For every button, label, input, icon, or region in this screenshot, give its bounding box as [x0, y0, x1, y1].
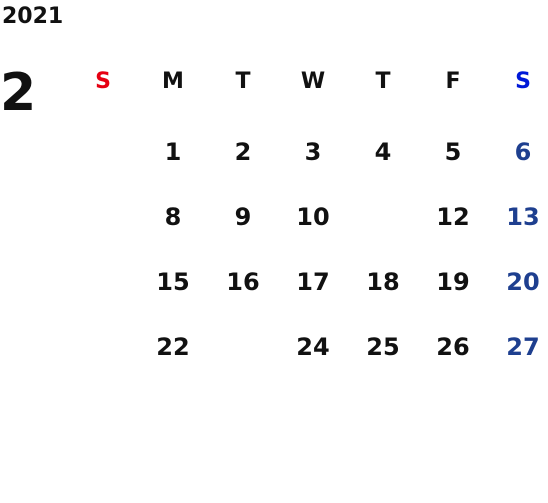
day-number: 27	[506, 333, 540, 361]
day-number: 6	[514, 138, 532, 166]
day-number: 25	[366, 333, 400, 361]
day-cell-8[interactable]: 8	[138, 192, 208, 242]
weekday-header-thu: T	[375, 69, 391, 94]
day-number: 24	[296, 333, 330, 361]
day-cell-17[interactable]: 17	[278, 257, 348, 307]
day-cell-3[interactable]: 3	[278, 127, 348, 177]
day-cell-9[interactable]: 9	[208, 192, 278, 242]
day-cell-4[interactable]: 4	[348, 127, 418, 177]
day-number: 1	[164, 138, 182, 166]
day-cell-19[interactable]: 19	[418, 257, 488, 307]
weekday-header-fri: F	[445, 69, 461, 94]
day-number: 14	[86, 268, 120, 296]
weekday-header-row: S M T W T F S	[68, 62, 548, 102]
weekday-header-mon: M	[162, 69, 184, 94]
day-cell-11[interactable]: 11	[348, 192, 418, 242]
day-cell-23[interactable]: 23	[208, 322, 278, 372]
day-cell-5[interactable]: 5	[418, 127, 488, 177]
day-cell-16[interactable]: 16	[208, 257, 278, 307]
day-number: 3	[304, 138, 322, 166]
day-cell-6[interactable]: 6	[488, 127, 548, 177]
day-number: 23	[226, 333, 260, 361]
day-number: 22	[156, 333, 190, 361]
day-number: 10	[296, 203, 330, 231]
day-number: 12	[436, 203, 470, 231]
day-number: 17	[296, 268, 330, 296]
day-cell-27[interactable]: 27	[488, 322, 548, 372]
day-number: 21	[86, 333, 120, 361]
day-cell-20[interactable]: 20	[488, 257, 548, 307]
day-number: 20	[506, 268, 540, 296]
day-number: 13	[506, 203, 540, 231]
day-number: 11	[366, 203, 400, 231]
day-cell-24[interactable]: 24	[278, 322, 348, 372]
day-cell-1[interactable]: 1	[138, 127, 208, 177]
day-number: 7	[94, 203, 112, 231]
weekday-header-wed: W	[300, 69, 326, 94]
day-cell-15[interactable]: 15	[138, 257, 208, 307]
day-cell-14[interactable]: 14	[68, 257, 138, 307]
weekday-header-sat: S	[515, 69, 531, 94]
day-number: 19	[436, 268, 470, 296]
day-cell-21[interactable]: 21	[68, 322, 138, 372]
day-cell-28[interactable]: 28	[68, 387, 138, 437]
day-cell-13[interactable]: 13	[488, 192, 548, 242]
year-label: 2021	[2, 4, 64, 29]
day-number: 28	[86, 398, 120, 426]
day-cell-22[interactable]: 22	[138, 322, 208, 372]
day-number: 5	[444, 138, 462, 166]
day-cell-12[interactable]: 12	[418, 192, 488, 242]
day-number: 4	[374, 138, 392, 166]
day-cell-18[interactable]: 18	[348, 257, 418, 307]
day-number: 15	[156, 268, 190, 296]
day-cell-7[interactable]: 7	[68, 192, 138, 242]
day-cell-2[interactable]: 2	[208, 127, 278, 177]
day-number: 9	[234, 203, 252, 231]
weekday-header-sun: S	[95, 69, 111, 94]
day-number: 26	[436, 333, 470, 361]
day-cell-26[interactable]: 26	[418, 322, 488, 372]
day-cell-25[interactable]: 25	[348, 322, 418, 372]
day-cell-10[interactable]: 10	[278, 192, 348, 242]
day-number: 18	[366, 268, 400, 296]
day-number: 8	[164, 203, 182, 231]
day-number: 16	[226, 268, 260, 296]
weekday-header-tue: T	[235, 69, 251, 94]
month-number: 2	[0, 63, 37, 123]
day-number: 2	[234, 138, 252, 166]
